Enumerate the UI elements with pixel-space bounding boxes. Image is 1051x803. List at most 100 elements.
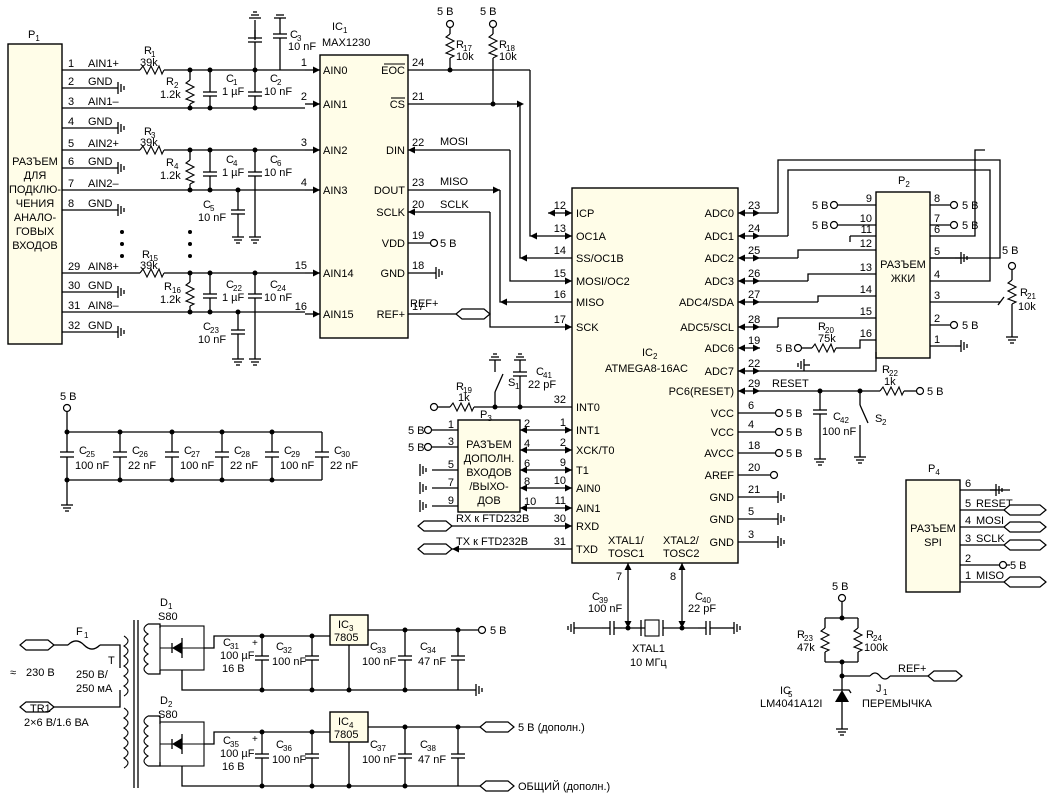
p4-connector-body [905, 479, 961, 593]
p4-pin-name: MISO [976, 570, 1005, 582]
svg-text:7805: 7805 [334, 632, 358, 644]
cap-ref: C [184, 445, 192, 457]
svg-text:C: C [226, 279, 234, 291]
svg-text:РАЗЪЕМ: РАЗЪЕМ [466, 439, 512, 451]
p3-pin-number: 4 [524, 438, 530, 450]
svg-text:2: 2 [277, 78, 282, 87]
p2-pin-number: 11 [861, 224, 872, 236]
ic2-pin-name: INT1 [576, 425, 600, 437]
ic2-pin-name: SCK [576, 322, 599, 334]
svg-text:1k: 1k [884, 376, 896, 388]
ic2-pin-number: 6 [748, 400, 754, 412]
p3-pin-number: 3 [448, 436, 454, 448]
svg-text:1 µF: 1 µF [222, 86, 245, 98]
ic1-pin-name: AIN0 [323, 65, 347, 77]
svg-text:38: 38 [427, 744, 436, 753]
svg-text:5 В: 5 В [786, 408, 803, 420]
ic2-pin-name: ADC5/SCL [680, 322, 734, 334]
p3-pin-number: 9 [448, 495, 454, 507]
ic2-pin-number: 9 [560, 457, 566, 469]
svg-text:1 µF: 1 µF [222, 292, 245, 304]
svg-text:47 nF: 47 nF [418, 754, 446, 766]
svg-text:36: 36 [283, 744, 292, 753]
ic1-pin-number: 17 [412, 301, 424, 313]
p4-pin-number: 6 [965, 478, 971, 490]
svg-text:39: 39 [599, 596, 608, 605]
ic2-pin-name: ADC3 [705, 276, 734, 288]
p2-pin-number: 9 [866, 193, 872, 205]
ic2-pin-number: 26 [748, 268, 760, 280]
p1-pin-number: 1 [68, 58, 74, 70]
ic2-pin-number: 22 [748, 358, 760, 370]
svg-text:5 В: 5 В [962, 220, 979, 232]
ic1-pin-name: GND [381, 268, 406, 280]
svg-text:C: C [223, 637, 231, 649]
svg-text:1: 1 [233, 78, 238, 87]
p1-pin-number: 2 [68, 76, 74, 88]
svg-text:16: 16 [172, 286, 181, 295]
ic2-pin-name: VCC [711, 427, 734, 439]
p1-pin-number: 29 [68, 261, 80, 273]
ic2-pin-name: ADC0 [705, 208, 734, 220]
svg-text:TX к FTD232B: TX к FTD232B [456, 536, 528, 548]
ic2-pin-name: ADC6 [705, 343, 734, 355]
svg-text:S: S [508, 377, 515, 389]
svg-text:SCLK: SCLK [440, 199, 469, 211]
ic1-pin-name: AIN3 [323, 185, 347, 197]
svg-text:ДОВ: ДОВ [477, 495, 500, 507]
svg-text:100 nF: 100 nF [822, 426, 857, 438]
p2-ref: P2 [898, 175, 910, 189]
svg-text:TR1: TR1 [30, 703, 51, 715]
ic1-pin-name: AIN2 [323, 145, 347, 157]
ic2-pin-name: OC1A [576, 231, 607, 243]
svg-text:40: 40 [702, 596, 711, 605]
svg-text:39k: 39k [140, 57, 158, 69]
svg-text:ДОПОЛН.: ДОПОЛН. [464, 453, 515, 465]
svg-text:C: C [270, 73, 278, 85]
p1-pin-number: 7 [68, 178, 74, 190]
ic2-pin-name: ADC4/SDA [679, 297, 735, 309]
svg-text:5 В: 5 В [776, 343, 793, 355]
svg-text:R: R [818, 321, 826, 333]
svg-text:2×6 В/1.6 ВА: 2×6 В/1.6 ВА [24, 717, 89, 729]
svg-text:C: C [592, 591, 600, 603]
bus-to-ic2 [489, 70, 572, 331]
ic1-pin-name: CS [390, 99, 405, 111]
svg-text:ВХОДОВ: ВХОДОВ [12, 240, 57, 252]
svg-text:S80: S80 [158, 611, 178, 623]
p3-pin-number: 1 [448, 419, 454, 431]
p2-pin-number: 1 [934, 334, 940, 346]
mains-tilde: ≈ [10, 667, 16, 679]
ellipsis-dots [120, 217, 341, 258]
svg-text:16 В: 16 В [222, 663, 245, 675]
ic2-pin-name: GND [710, 537, 735, 549]
ic4-body [329, 711, 369, 743]
svg-text:TOSC2: TOSC2 [663, 548, 699, 560]
svg-text:15: 15 [149, 254, 158, 263]
svg-text:/ВЫХО-: /ВЫХО- [469, 481, 509, 493]
